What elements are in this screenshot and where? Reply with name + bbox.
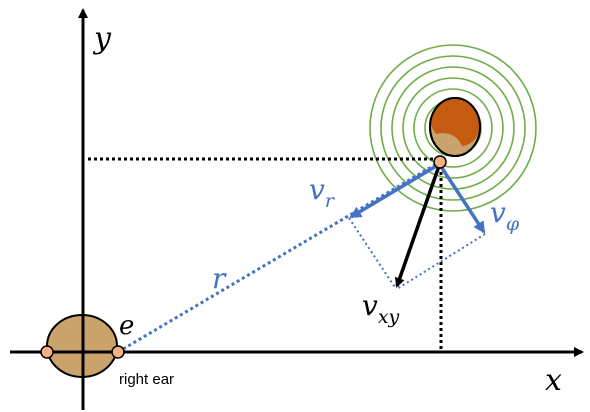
component-guide-2 (396, 233, 486, 290)
sound-ring (380, 55, 526, 201)
sound-ring (391, 66, 515, 190)
source-hair (430, 99, 480, 146)
velocity-xy-arrow (394, 165, 441, 288)
velocity-xy-label: vxy (362, 289, 400, 328)
velocity-r-arrow (349, 163, 439, 219)
velocity-phi-label: vφ (490, 196, 520, 235)
listener-head (40, 314, 125, 378)
radius-line (117, 161, 439, 354)
y-axis-label: y (92, 21, 112, 56)
velocity-phi-arrow (438, 164, 486, 234)
source-point (433, 155, 447, 169)
sound-source (429, 97, 481, 169)
left-ear-dot (40, 345, 54, 359)
component-guide-1 (348, 217, 397, 290)
right-ear-dot (111, 345, 125, 359)
sound-ring (369, 44, 537, 212)
radius-label: r (212, 262, 227, 295)
ear-point-label: e (119, 311, 134, 341)
sound-ring (402, 77, 504, 179)
x-axis-label: x (545, 363, 562, 398)
sound-ring (413, 88, 493, 168)
ear-caption: right ear (119, 371, 174, 388)
velocity-r-label: vr (309, 173, 336, 212)
